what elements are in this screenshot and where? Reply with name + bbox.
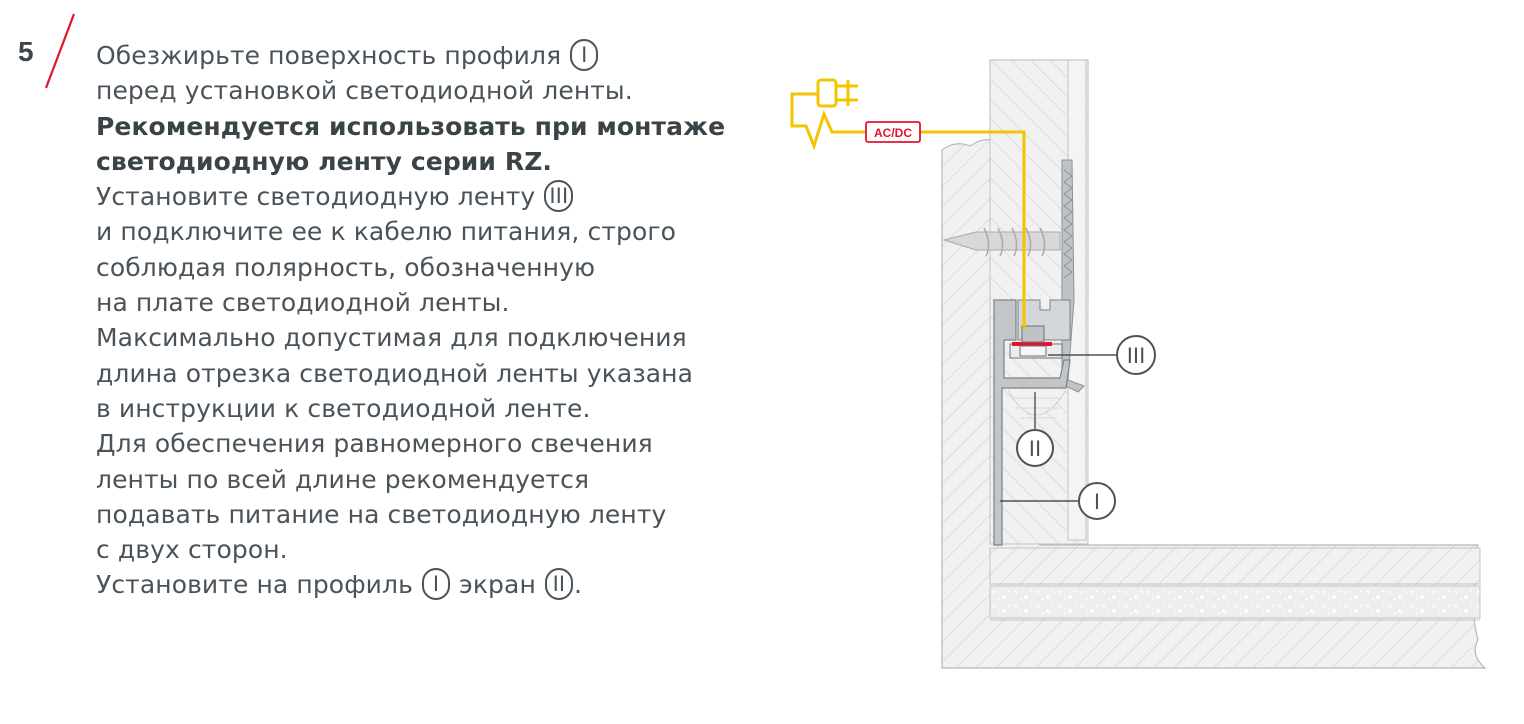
callout-profile: I <box>1000 482 1116 520</box>
power-cable <box>790 78 1026 330</box>
callout-screen: II <box>1016 392 1054 467</box>
instruction-line: с двух сторон. <box>96 535 288 565</box>
svg-text:AC/DC: AC/DC <box>874 126 912 140</box>
instruction-line: в инструкции к светодиодной ленте. <box>96 393 591 423</box>
instruction-line: и подключите ее к кабелю питания, строго <box>96 217 677 247</box>
svg-text:I: I <box>1094 490 1100 514</box>
diffuser-screen <box>1007 389 1067 419</box>
instruction-line: Установите на профиль I экран II. <box>96 568 582 601</box>
recommendation-line: светодиодную ленту серии RZ. <box>96 146 553 176</box>
instruction-line: ленты по всей длине рекомендуется <box>96 464 590 494</box>
badge-profile: I <box>570 39 599 71</box>
badge-screen: II <box>544 568 573 601</box>
instruction-line: длина отрезка светодиодной ленты указана <box>96 358 694 388</box>
instruction-line: Для обеспечения равномерного свечения <box>96 429 653 459</box>
recommendation-line: Рекомендуется использовать при монтаже <box>96 111 726 141</box>
instruction-line: перед установкой светодиодной ленты. <box>96 76 633 106</box>
instruction-line: подавать питание на светодиодную ленту <box>96 499 667 529</box>
screw-icon <box>942 227 1061 257</box>
step-number: 5 <box>18 36 34 67</box>
instruction-line: Установите светодиодную ленту III <box>96 179 736 214</box>
badge-profile: I <box>421 568 450 601</box>
svg-text:II: II <box>1029 437 1041 461</box>
instruction-line: Максимально допустимая для подключения <box>96 323 687 353</box>
instruction-line: на плате светодиодной ленты. <box>96 288 510 318</box>
step-accent-slash <box>44 13 76 89</box>
installation-diagram: AC/DC III II I <box>790 59 1487 669</box>
power-supply-label: AC/DC <box>865 121 921 143</box>
badge-led-strip: III <box>544 180 574 213</box>
instruction-line: Обезжирьте поверхность профиля I <box>96 38 736 73</box>
instructions-text: Обезжирьте поверхность профиля I перед у… <box>96 38 736 603</box>
instruction-line: соблюдая полярность, обозначенную <box>96 252 596 282</box>
callout-led-strip: III <box>1048 335 1156 375</box>
svg-text:III: III <box>1127 344 1146 368</box>
